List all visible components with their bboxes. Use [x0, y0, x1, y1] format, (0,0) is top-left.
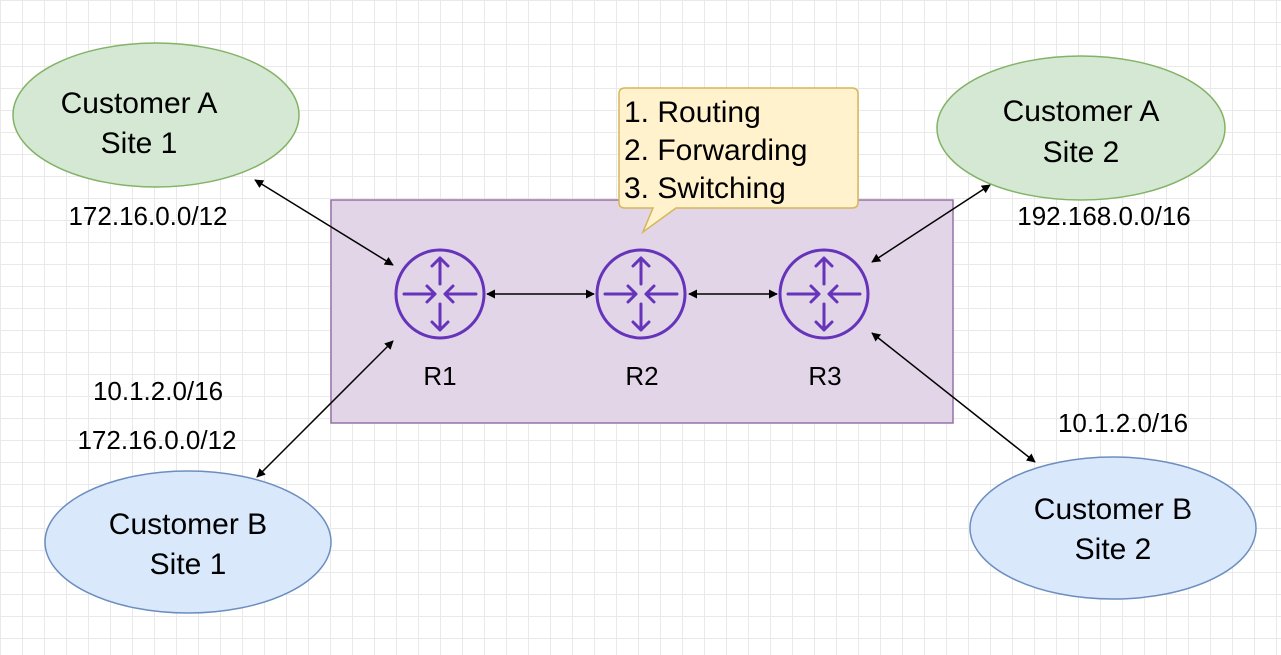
callout-item-1: 1. Routing — [624, 96, 761, 129]
router-r3[interactable]: R3 — [778, 248, 870, 391]
router-r1[interactable]: R1 — [394, 248, 486, 391]
customer-a-site-2-line2: Site 2 — [1043, 136, 1120, 169]
customer-a-site-2-shape — [936, 55, 1226, 201]
customer-b-site-2-shape — [969, 456, 1257, 600]
router-r3-label: R3 — [808, 361, 841, 391]
callout-item-2: 2. Forwarding — [624, 134, 807, 167]
customer-b-site-2-line1: Customer B — [1034, 493, 1192, 526]
callout[interactable]: 1. Routing 2. Forwarding 3. Switching — [618, 87, 859, 235]
customer-b-site-1-prefix-2: 172.16.0.0/12 — [77, 425, 236, 455]
customer-a-site-1-shape — [12, 42, 300, 188]
callout-item-3: 3. Switching — [624, 172, 786, 205]
router-icon — [394, 248, 486, 340]
router-r1-label: R1 — [423, 361, 456, 391]
customer-a-site-2-line1: Customer A — [1003, 95, 1160, 128]
links — [254, 179, 1036, 478]
router-icon — [595, 248, 687, 340]
router-icon — [778, 248, 870, 340]
customer-a-site-2[interactable]: Customer A Site 2 — [936, 55, 1226, 201]
router-r2[interactable]: R2 — [595, 248, 687, 391]
customer-a-site-1-line1: Customer A — [61, 87, 218, 120]
link-a1-r1[interactable] — [254, 179, 394, 266]
router-r2-label: R2 — [625, 361, 658, 391]
link-r3-a2[interactable] — [871, 184, 991, 263]
customer-b-site-1-line2: Site 1 — [150, 548, 227, 581]
customer-b-site-1-line1: Customer B — [109, 508, 267, 541]
link-r1-b1[interactable] — [256, 340, 394, 478]
link-r3-b2[interactable] — [871, 332, 1036, 463]
customer-b-site-2[interactable]: Customer B Site 2 — [969, 456, 1257, 600]
customer-b-site-2-prefix: 10.1.2.0/16 — [1058, 408, 1188, 438]
customer-b-site-1[interactable]: Customer B Site 1 — [44, 470, 332, 614]
customer-a-site-1-line2: Site 1 — [101, 127, 178, 160]
customer-b-site-1-prefix-1: 10.1.2.0/16 — [93, 376, 223, 406]
customer-b-site-1-shape — [44, 470, 332, 614]
customer-b-site-2-line2: Site 2 — [1075, 533, 1152, 566]
callout-bubble — [618, 87, 859, 235]
customer-a-site-1-prefix: 172.16.0.0/12 — [68, 201, 227, 231]
customer-a-site-1[interactable]: Customer A Site 1 — [12, 42, 300, 188]
customer-a-site-2-prefix: 192.168.0.0/16 — [1017, 201, 1191, 231]
